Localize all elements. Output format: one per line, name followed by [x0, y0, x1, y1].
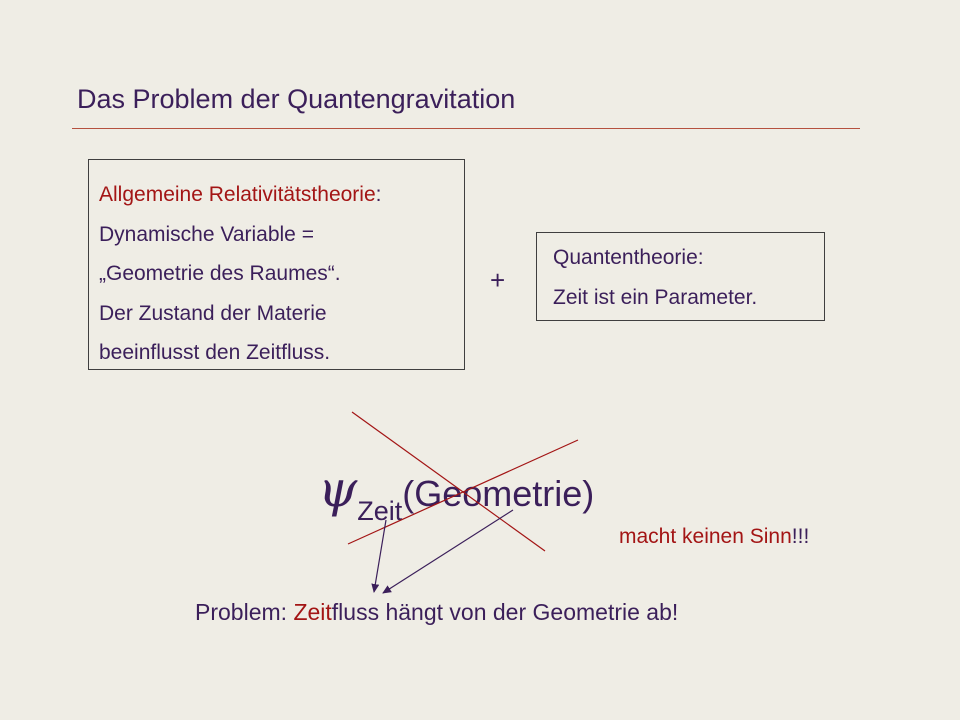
gr-heading: Allgemeine Relativitätstheorie	[99, 183, 376, 206]
qt-line-2: Zeit ist ein Parameter.	[553, 285, 758, 309]
gr-line-4: Der Zustand der Materie	[99, 301, 327, 325]
title-rule	[72, 128, 860, 129]
psi-argument: (Geometrie)	[402, 473, 595, 514]
sinn-exclamation: !!!	[791, 525, 810, 548]
problem-suffix: fluss hängt von der Geometrie ab!	[331, 599, 679, 625]
problem-prefix: Problem:	[195, 599, 294, 625]
sinn-text: macht keinen Sinn	[619, 525, 792, 548]
psi-symbol: ψ	[318, 460, 358, 518]
quantum-theory-box: Quantentheorie: Zeit ist ein Parameter.	[536, 232, 825, 321]
gr-line-3: „Geometrie des Raumes“.	[99, 262, 341, 285]
makes-no-sense-note: macht keinen Sinn!!!	[619, 525, 809, 549]
qt-line-1: Quantentheorie:	[553, 238, 824, 278]
arrow-from-geometry	[382, 509, 514, 594]
psi-subscript: Zeit	[357, 496, 403, 526]
general-relativity-box: Allgemeine Relativitätstheorie: Dynamisc…	[88, 159, 465, 370]
gr-line-2: Dynamische Variable =	[99, 222, 314, 246]
gr-line-5: beeinflusst den Zeitfluss.	[99, 341, 331, 364]
gr-heading-colon: :	[375, 183, 382, 206]
plus-sign: +	[490, 265, 506, 295]
problem-highlight: Zeit	[293, 599, 332, 625]
arrow-from-subscript	[371, 519, 387, 593]
wavefunction-formula: ψZeit(Geometrie)	[318, 460, 595, 526]
gr-line-1: Allgemeine Relativitätstheorie:	[99, 175, 464, 215]
problem-statement: Problem: Zeitfluss hängt von der Geometr…	[195, 599, 678, 626]
qt-heading: Quantentheorie	[553, 246, 698, 269]
qt-heading-colon: :	[697, 246, 704, 269]
slide-title: Das Problem der Quantengravitation	[77, 84, 516, 114]
